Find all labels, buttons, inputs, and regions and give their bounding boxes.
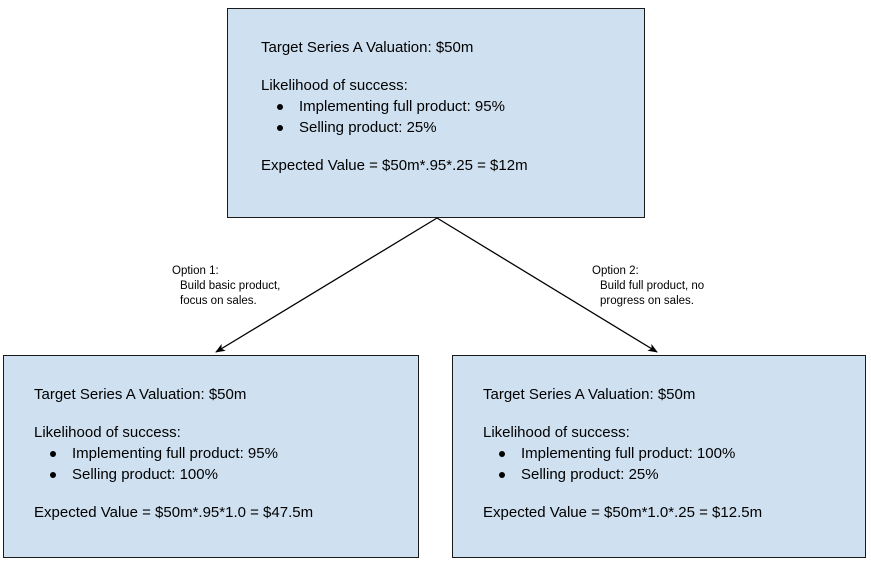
option1-spacer-1 [34, 405, 418, 422]
option2-expected-value-line: Expected Value = $50m*1.0*.25 = $12.5m [483, 504, 763, 521]
option2-bullet-label: Implementing full product: 100% [521, 445, 736, 462]
edge-label-option2-line1: Build full product, no [600, 280, 705, 292]
node-option2: Target Series A Valuation: $50m Likeliho… [452, 355, 866, 558]
option2-bullet-item: Implementing full product: 100% [483, 443, 865, 464]
root-expected-value-line: Expected Value = $50m*.95*.25 = $12m [261, 157, 528, 174]
option1-bullet-item: Selling product: 100% [34, 464, 418, 485]
root-bullet-label: Implementing full product: 95% [299, 98, 505, 115]
option2-spacer-1 [483, 405, 865, 422]
option1-bullet-label: Selling product: 100% [72, 466, 218, 483]
option2-spacer-2 [483, 485, 865, 502]
option2-bullet-item: Selling product: 25% [483, 464, 865, 485]
option1-likelihood-heading: Likelihood of success: [34, 424, 181, 441]
root-bullet-item: Selling product: 25% [261, 117, 644, 138]
root-bullet-label: Selling product: 25% [299, 119, 437, 136]
node-root-body: Target Series A Valuation: $50m Likeliho… [228, 9, 644, 176]
root-bullet-item: Implementing full product: 95% [261, 96, 644, 117]
option1-bullet-list: Implementing full product: 95% Selling p… [34, 443, 418, 485]
node-option1: Target Series A Valuation: $50m Likeliho… [3, 355, 419, 558]
bullet-dot-icon [50, 472, 56, 478]
edge-label-option2: Option 2: Build full product, no progres… [592, 264, 704, 309]
node-option1-body: Target Series A Valuation: $50m Likeliho… [4, 356, 418, 523]
root-spacer-2 [261, 138, 644, 155]
edge-label-option1: Option 1: Build basic product, focus on … [172, 264, 280, 309]
node-root: Target Series A Valuation: $50m Likeliho… [227, 8, 645, 218]
option1-bullet-item: Implementing full product: 95% [34, 443, 418, 464]
bullet-dot-icon [499, 451, 505, 457]
option2-valuation-line: Target Series A Valuation: $50m [483, 386, 696, 403]
bullet-dot-icon [50, 451, 56, 457]
root-bullet-list: Implementing full product: 95% Selling p… [261, 96, 644, 138]
edge-label-option2-title: Option 2: [592, 265, 639, 277]
edge-label-option1-line2: focus on sales. [180, 295, 257, 307]
option1-bullet-label: Implementing full product: 95% [72, 445, 278, 462]
option1-expected-value-line: Expected Value = $50m*.95*1.0 = $47.5m [34, 504, 314, 521]
bullet-dot-icon [277, 104, 283, 110]
root-likelihood-heading: Likelihood of success: [261, 77, 408, 94]
edge-label-option1-line1: Build basic product, [180, 280, 281, 292]
bullet-dot-icon [277, 125, 283, 131]
root-spacer-1 [261, 58, 644, 75]
edge-label-option1-title: Option 1: [172, 265, 219, 277]
option2-likelihood-heading: Likelihood of success: [483, 424, 630, 441]
option2-bullet-list: Implementing full product: 100% Selling … [483, 443, 865, 485]
bullet-dot-icon [499, 472, 505, 478]
root-valuation-line: Target Series A Valuation: $50m [261, 39, 474, 56]
option1-valuation-line: Target Series A Valuation: $50m [34, 386, 247, 403]
edge-label-option2-line2: progress on sales. [600, 295, 694, 307]
option1-spacer-2 [34, 485, 418, 502]
node-option2-body: Target Series A Valuation: $50m Likeliho… [453, 356, 865, 523]
option2-bullet-label: Selling product: 25% [521, 466, 659, 483]
